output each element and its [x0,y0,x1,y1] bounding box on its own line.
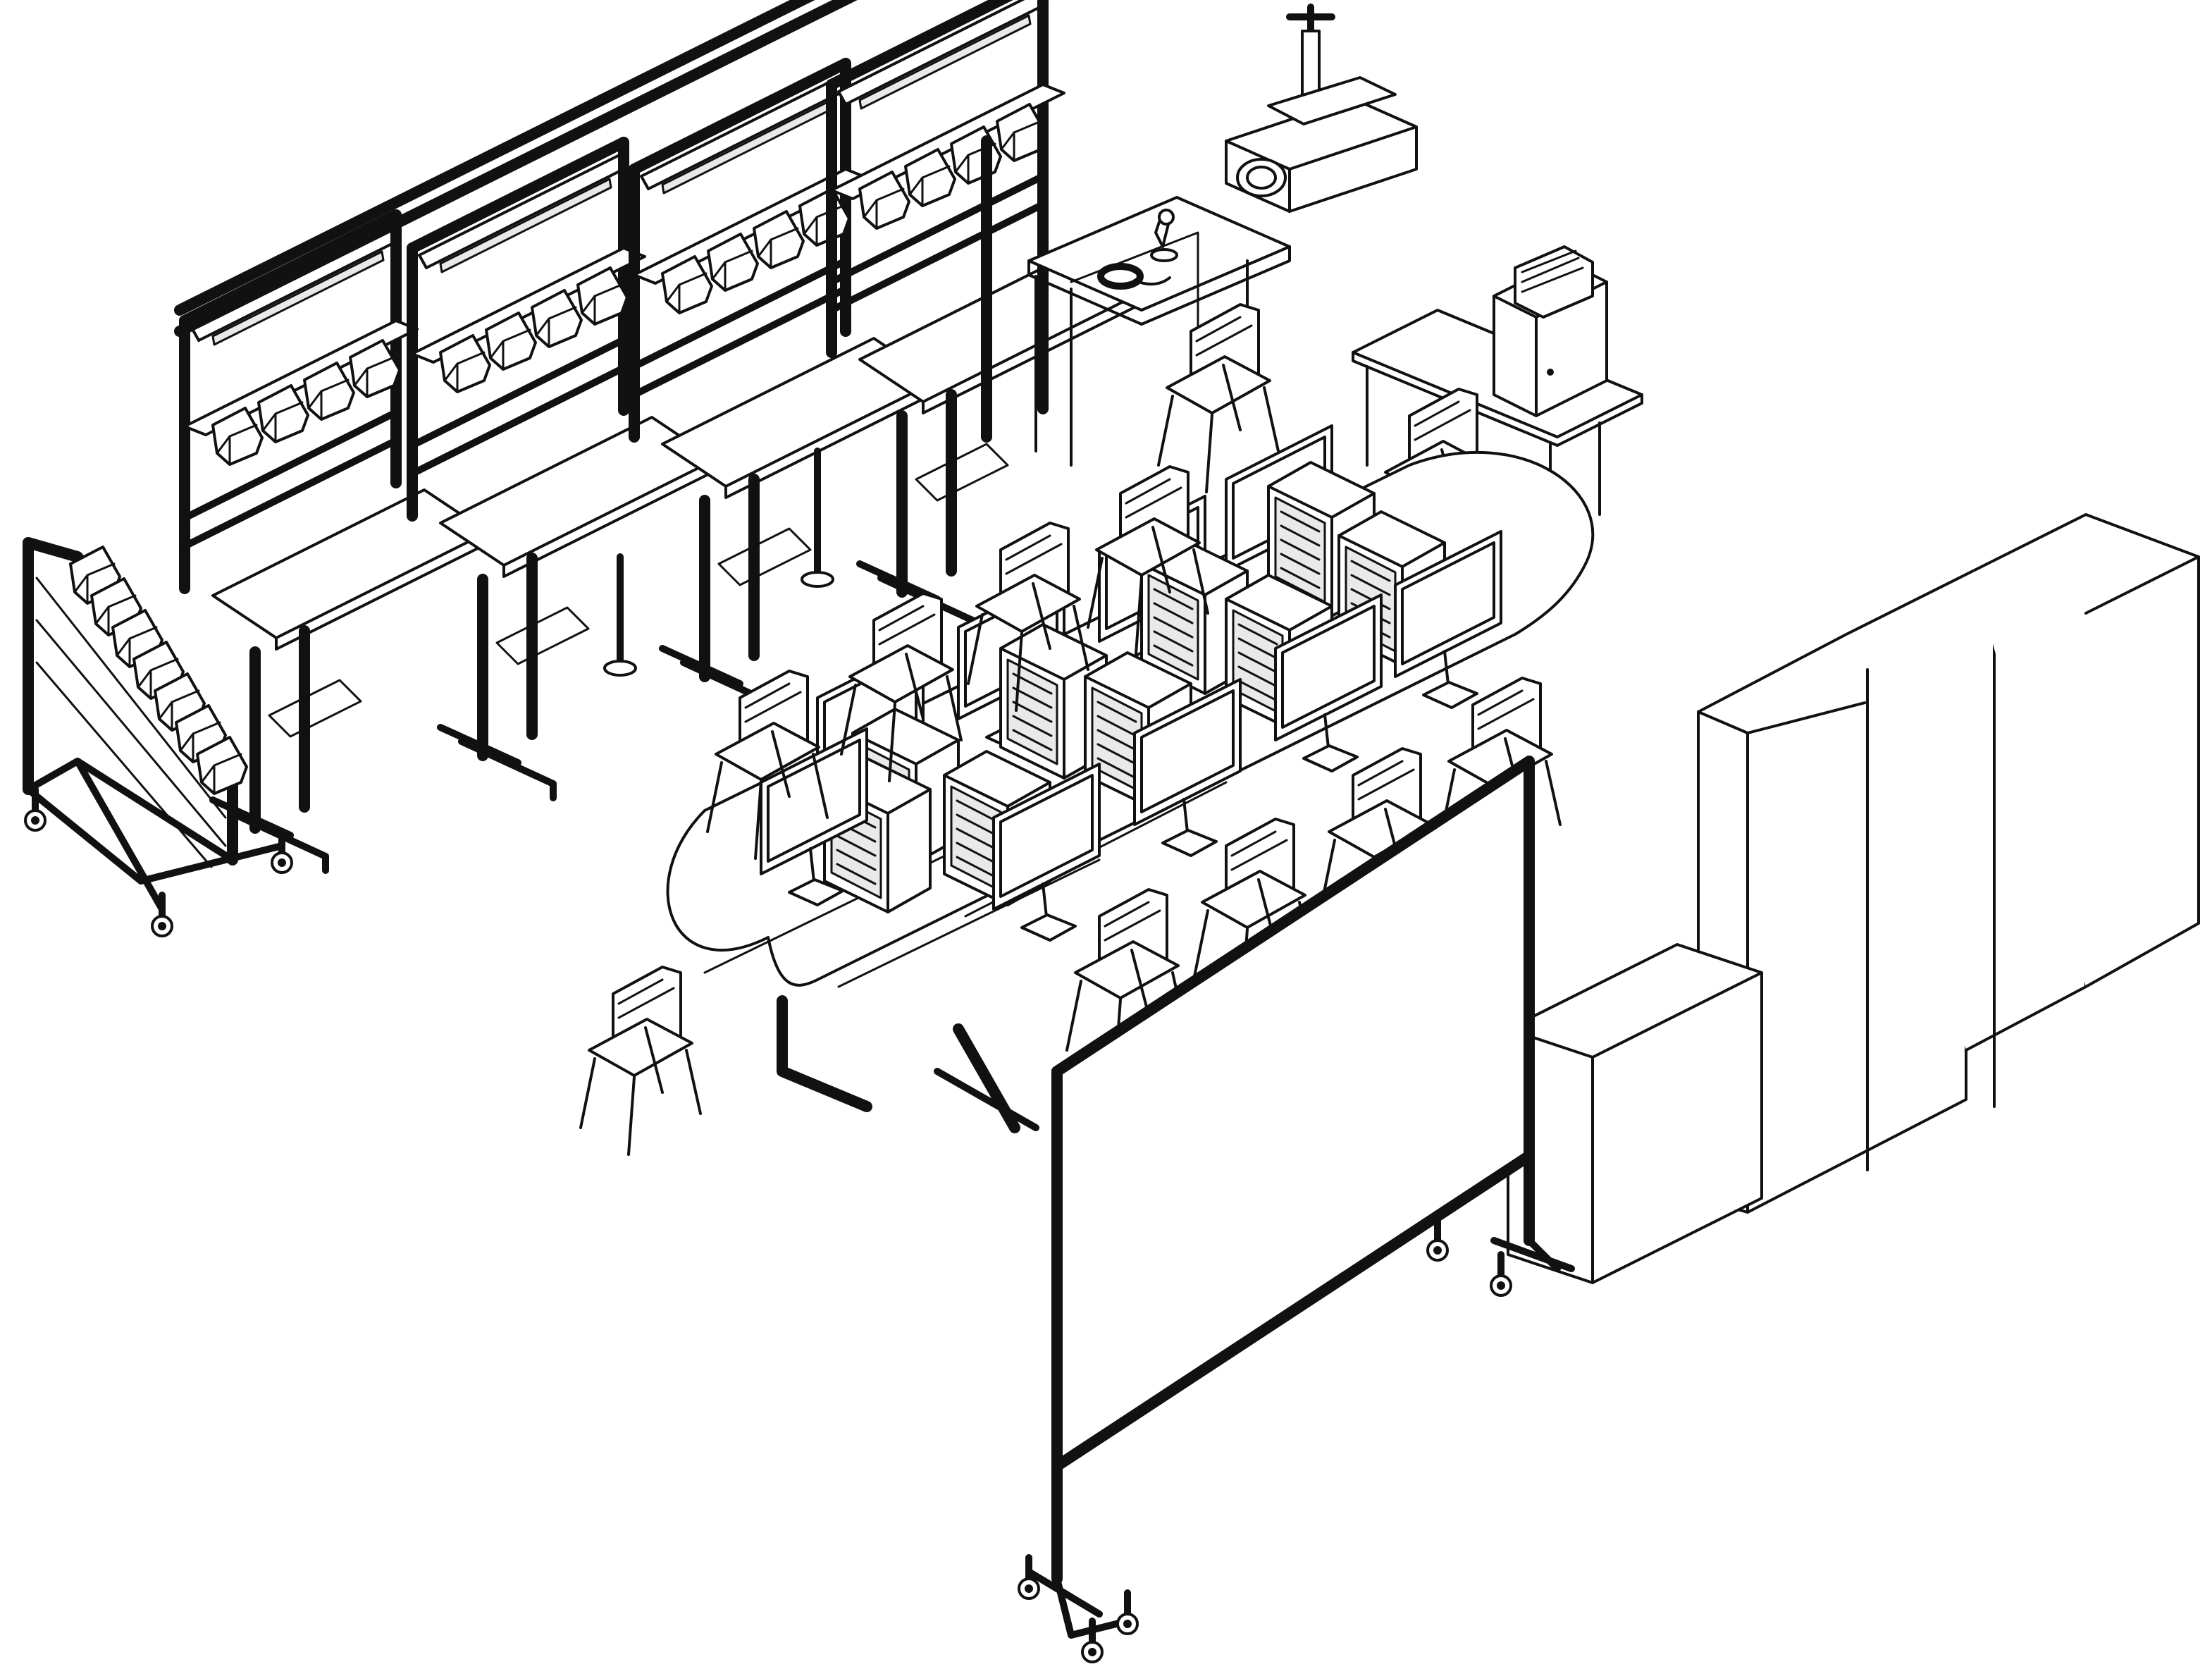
student-chair [579,966,702,1156]
oval-computer-table [579,424,1595,1156]
instructor-desk [1027,196,1291,493]
parts-bin-trolley [25,537,292,936]
ceiling-projector [1225,4,1418,213]
workbench-row [174,0,1135,870]
microscope [1150,209,1178,262]
bench-post-stand [603,448,834,677]
bench-equipment-box [1493,245,1608,417]
side-table [1352,245,1643,578]
storage-cabinets [1507,513,2200,1284]
headset [1097,263,1171,290]
mobile-whiteboard [1019,756,1575,1662]
